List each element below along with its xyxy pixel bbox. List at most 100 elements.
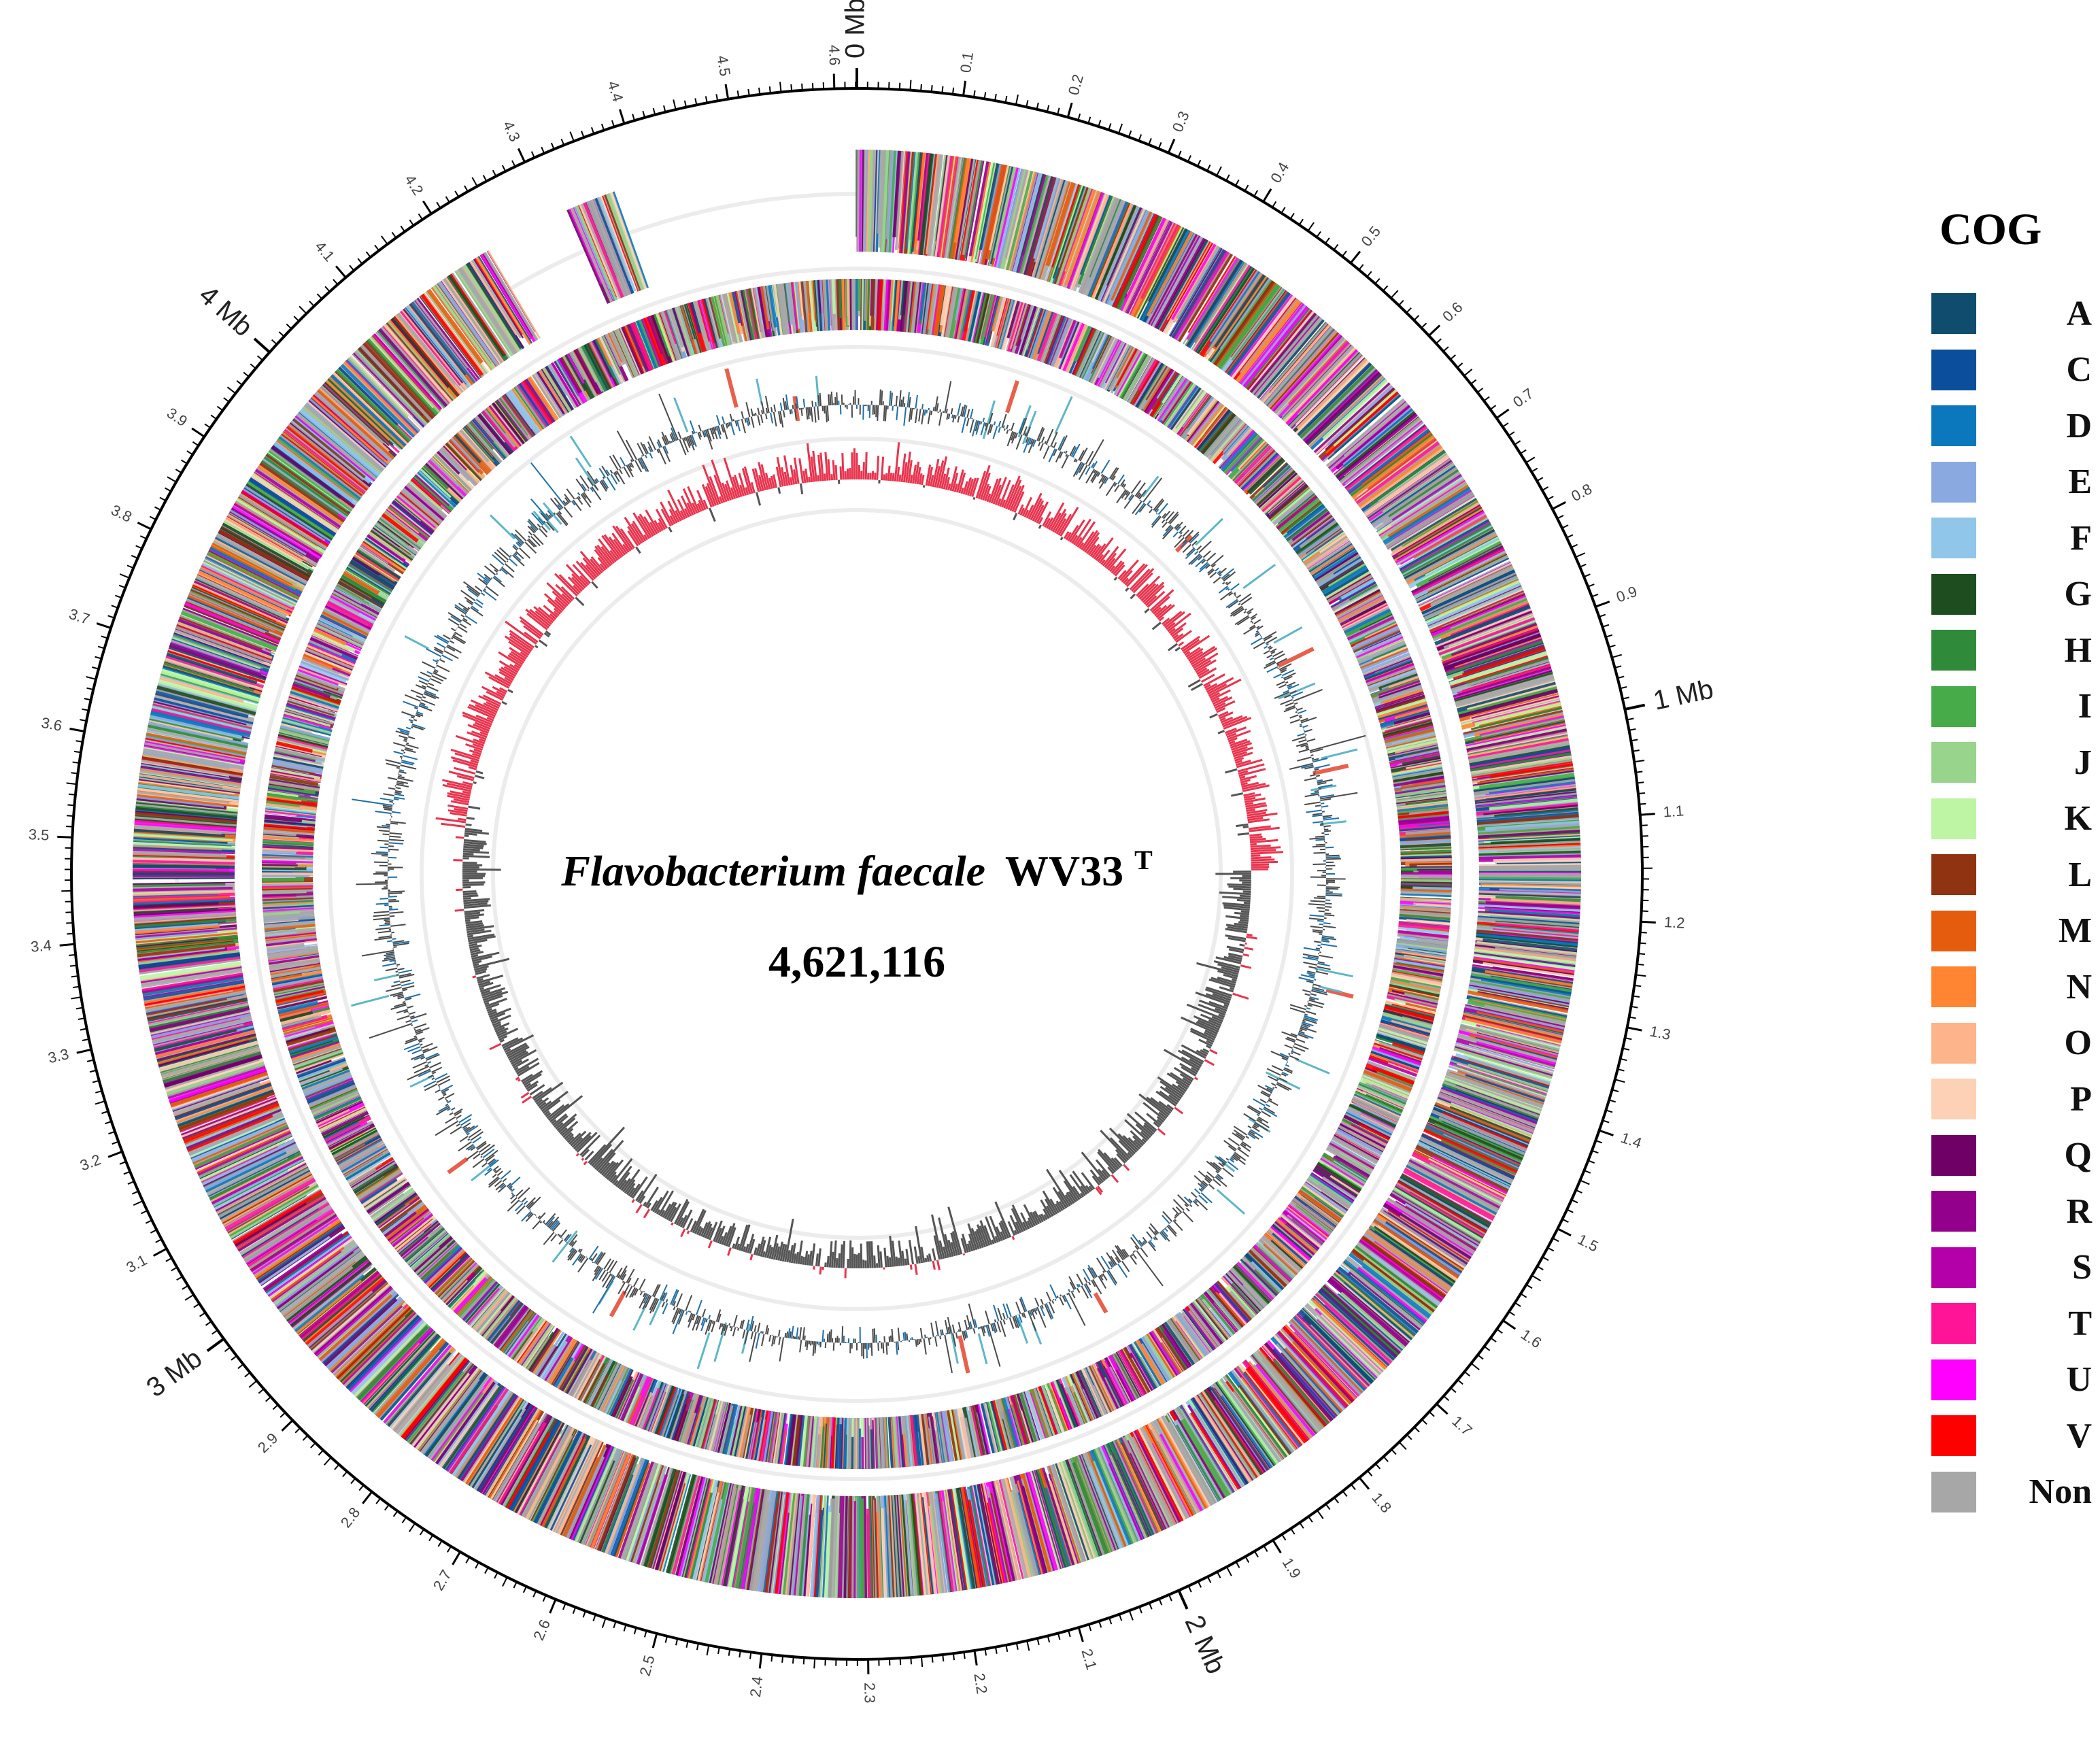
cog-gene-mark — [1380, 481, 1468, 541]
cog-gene-mark — [1470, 975, 1572, 995]
cog-gene-mark — [1006, 171, 1034, 271]
cog-gene-mark — [1360, 448, 1444, 510]
cog-gene-mark — [1374, 1240, 1448, 1294]
cog-gene-mark — [871, 150, 877, 252]
cog-gene-mark — [1453, 1056, 1550, 1088]
cog-gene-mark — [1483, 962, 1574, 978]
cog-gene-mark — [1451, 659, 1551, 694]
cog-gene-mark — [1289, 345, 1356, 415]
cog-gene-mark — [1154, 237, 1206, 329]
cog-gene-mark — [1336, 1266, 1419, 1335]
cog-gene-mark — [1476, 929, 1578, 943]
cog-gene-mark — [1321, 1286, 1400, 1357]
cog-gene-mark — [1475, 1036, 1557, 1060]
cog-gene-mark — [1285, 349, 1359, 426]
cog-gene-mark — [1335, 405, 1412, 470]
cog-gene-mark — [1472, 964, 1574, 981]
cog-gene-mark — [861, 150, 865, 252]
cog-gene-mark — [1146, 231, 1196, 318]
cog-gene-mark — [866, 1508, 871, 1598]
cog-gene-mark — [1186, 257, 1240, 341]
cog-gene-mark — [1415, 554, 1509, 604]
cog-gene-mark — [1478, 854, 1581, 862]
cog-gene-mark — [1390, 502, 1480, 558]
cog-gene-mark — [1178, 253, 1233, 343]
cog-gene-mark — [1419, 1136, 1514, 1184]
cog-gene-mark — [1478, 907, 1580, 915]
cog-gene-mark — [1111, 212, 1153, 301]
cog-gene-mark — [1477, 917, 1580, 929]
cog-gene-mark — [1353, 1247, 1437, 1311]
cog-gene-mark — [1348, 1252, 1432, 1318]
cog-gene-mark — [975, 163, 996, 260]
cog-gene-mark — [1441, 625, 1538, 663]
cog-gene-mark — [868, 150, 875, 252]
cog-gene-mark — [1308, 375, 1384, 447]
cog-gene-mark — [1425, 579, 1521, 626]
cog-gene-mark — [972, 162, 995, 263]
cog-gene-mark — [1364, 1232, 1449, 1294]
cog-gene-mark — [1467, 990, 1569, 1013]
cog-gene-mark — [1400, 522, 1492, 575]
cog-gene-mark — [1247, 309, 1312, 390]
cog-gene-mark — [1116, 216, 1164, 311]
cog-gene-mark — [970, 161, 992, 263]
cog-gene-mark — [1364, 454, 1451, 518]
cog-gene-mark — [1187, 256, 1236, 334]
cog-gene-mark — [1171, 243, 1218, 322]
cog-gene-mark — [1437, 1094, 1535, 1135]
cog-gene-mark — [1004, 170, 1032, 271]
cog-gene-mark — [1481, 885, 1581, 890]
cog-gene-mark — [1338, 1291, 1406, 1351]
cog-gene-mark — [1467, 1058, 1551, 1087]
cog-gene-mark — [1474, 949, 1576, 964]
cog-gene-mark — [1440, 1139, 1517, 1176]
cog-gene-mark — [1434, 1123, 1523, 1164]
cog-gene-mark — [1391, 473, 1462, 521]
cog-gene-mark — [1453, 1047, 1553, 1080]
cog-gene-mark — [1483, 805, 1578, 817]
track-ring-2 — [328, 345, 1386, 1403]
cog-gene-mark — [133, 862, 235, 869]
cog-gene-mark — [965, 160, 985, 262]
cog-gene-mark — [1469, 981, 1570, 1004]
cog-gene-mark — [1270, 332, 1340, 410]
cog-gene-mark — [1289, 1323, 1360, 1398]
cog-gene-mark — [1431, 1109, 1527, 1153]
cog-gene-mark — [1335, 411, 1417, 479]
cog-gene-mark — [1439, 1088, 1537, 1130]
cog-gene-mark — [1478, 840, 1581, 848]
cog-gene-mark — [1473, 953, 1576, 973]
cog-gene-mark — [962, 160, 983, 256]
cog-gene-mark — [1289, 352, 1364, 430]
cog-gene-mark — [1463, 709, 1563, 737]
cog-gene-mark — [1476, 1041, 1557, 1066]
cog-gene-mark — [1404, 1164, 1497, 1217]
cog-gene-mark — [1274, 1331, 1348, 1410]
cog-gene-mark — [1343, 1282, 1412, 1341]
cog-gene-mark — [1392, 1189, 1482, 1243]
cog-gene-mark — [1426, 582, 1523, 628]
cog-gene-mark — [1422, 572, 1517, 618]
cog-gene-mark — [1477, 912, 1580, 923]
cog-gene-mark — [1077, 195, 1115, 285]
cog-gene-mark — [953, 158, 972, 243]
cog-gene-mark — [1301, 367, 1378, 442]
cog-gene-mark — [1259, 322, 1329, 402]
cog-gene-mark — [1471, 761, 1573, 779]
cog-gene-mark — [1466, 728, 1568, 753]
cog-gene-mark — [944, 156, 962, 258]
cog-gene-mark — [1307, 363, 1374, 428]
cog-gene-mark — [1296, 358, 1369, 431]
cog-gene-mark — [1474, 788, 1577, 805]
cog-gene-mark — [1455, 675, 1555, 708]
cog-gene-mark — [1468, 738, 1569, 760]
cog-gene-mark — [1236, 300, 1303, 384]
cog-gene-mark — [1483, 1004, 1566, 1026]
cog-gene-mark — [1316, 1315, 1380, 1376]
cog-gene-mark — [1176, 246, 1222, 320]
cog-gene-mark — [1469, 747, 1571, 769]
cog-gene-mark — [1045, 182, 1077, 267]
cog-gene-mark — [1277, 1338, 1345, 1411]
cog-gene-mark — [1315, 1307, 1384, 1372]
